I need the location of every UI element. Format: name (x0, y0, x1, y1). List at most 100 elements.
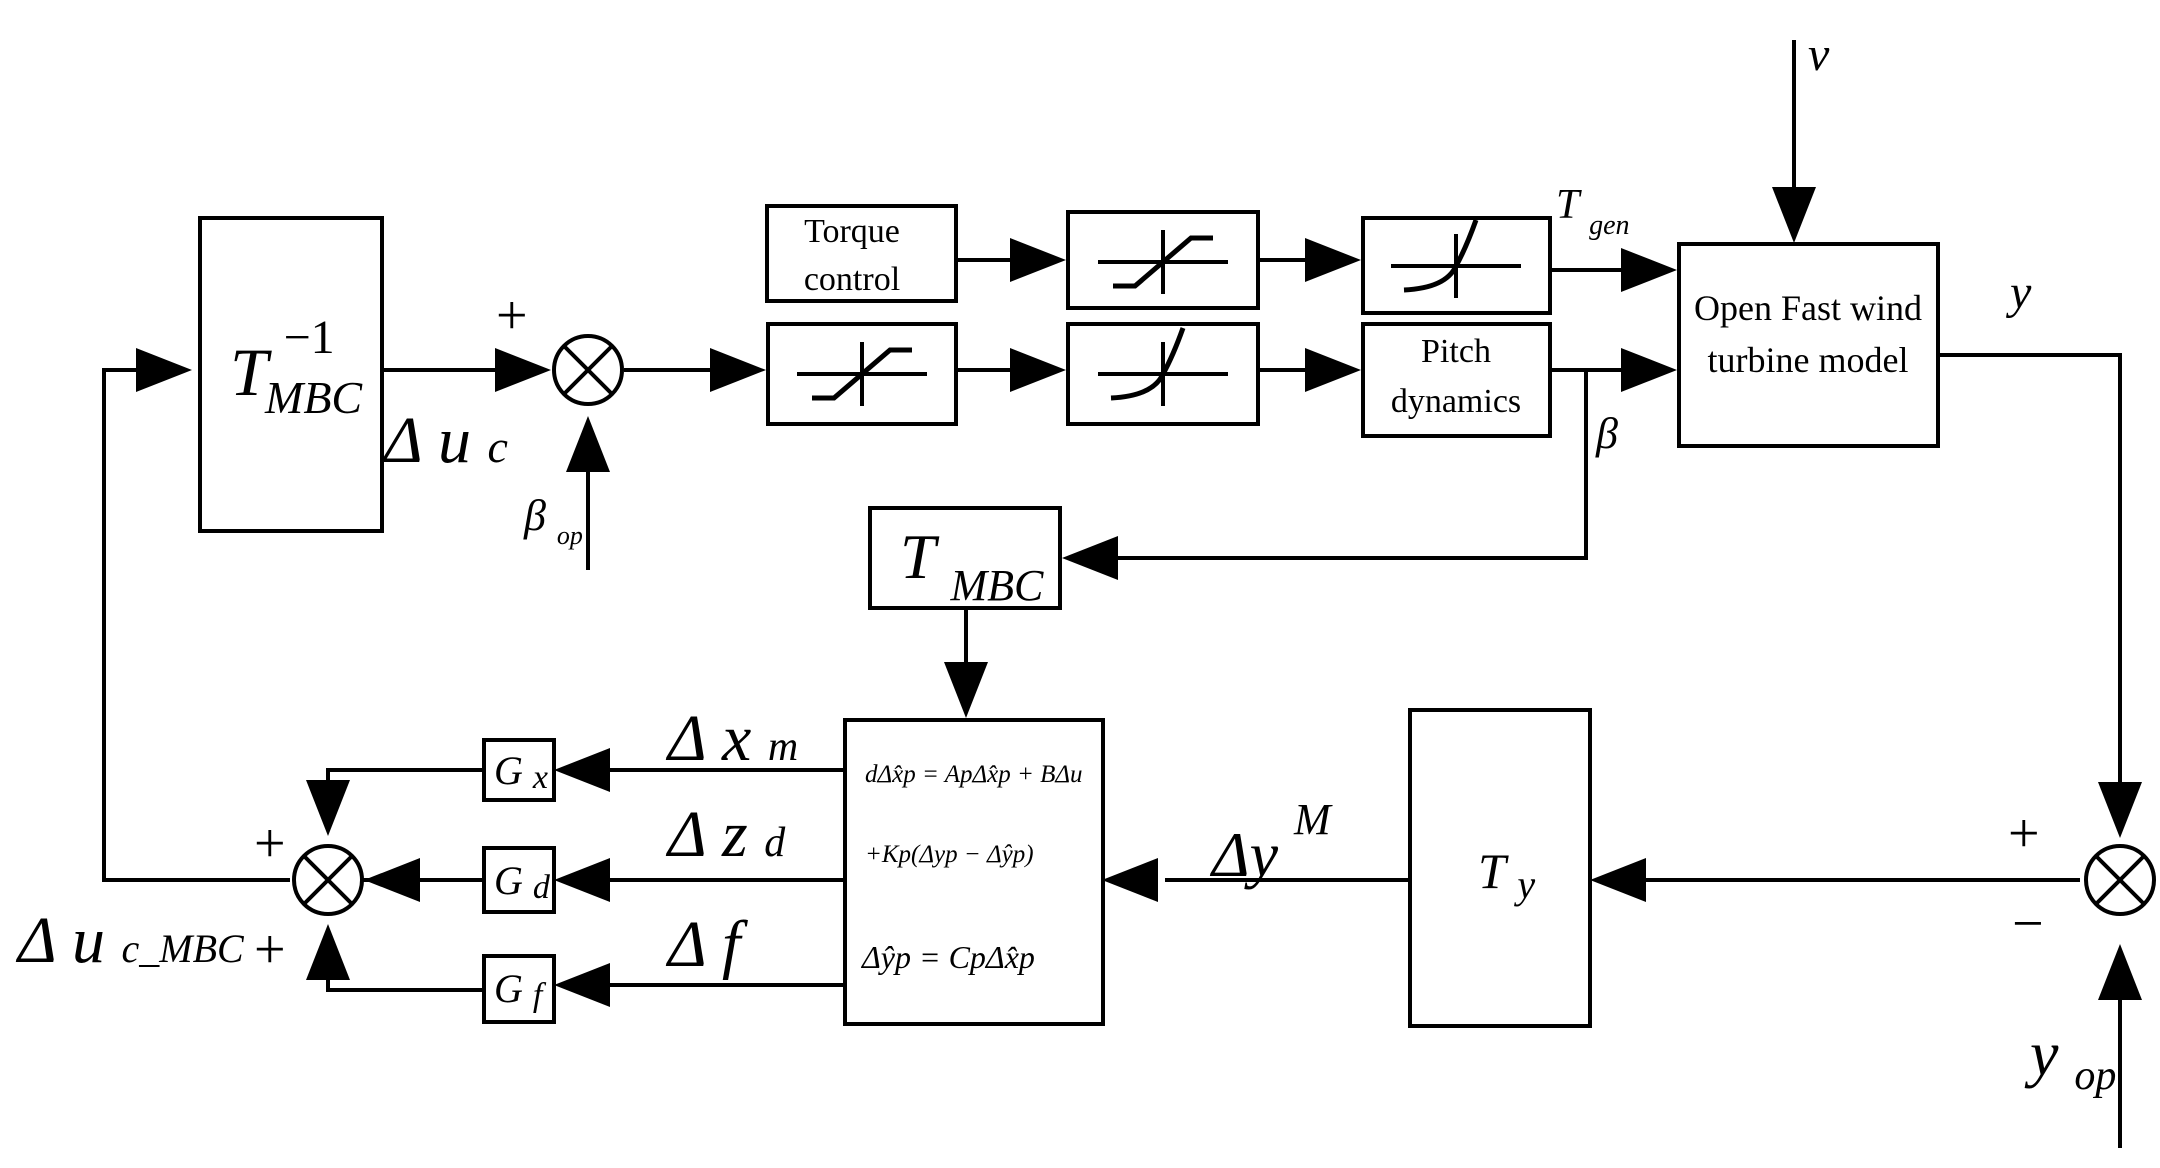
sign-plus-top: + (496, 285, 528, 347)
signal-beta-op-label: β op (523, 491, 583, 550)
signal-delta-y-m-label: Δy M (1209, 795, 1333, 890)
delta-uc-mbc-symbol: Δ u (15, 904, 105, 977)
delta-uc-sub: c (488, 421, 508, 472)
arrow-to-tinv (136, 348, 192, 392)
signal-y-label: y (2005, 266, 2032, 319)
delta-zd-symbol: Δ z (665, 798, 748, 871)
block-saturation-left (766, 322, 958, 426)
arrow-gf-to-sum (306, 924, 350, 980)
wire-gx-to-sum (326, 768, 482, 800)
observer-equation-2: +Kp(Δyp − Δŷp) (865, 841, 1034, 868)
arrow-to-sat (710, 348, 766, 392)
arrow-y (2098, 782, 2142, 838)
g-x-sub: x (532, 759, 548, 796)
delta-uc-mbc-sub: c_MBC (122, 926, 246, 971)
turbine-model-line2: turbine model (1708, 340, 1909, 380)
wire-y (1940, 353, 2122, 790)
arrow-beta-op (566, 416, 610, 472)
wire-gf-to-sum (326, 960, 482, 992)
sign-plus-right: + (2008, 803, 2040, 865)
wire-beta-feedback (1102, 370, 1588, 560)
summing-junction-left (292, 844, 364, 916)
signal-delta-f-label: Δ f (665, 908, 748, 981)
block-t-y: T y (1408, 708, 1592, 1028)
g-d-symbol: G (494, 858, 523, 903)
svg-text:G x: G x (494, 748, 548, 796)
block-t-mbc-inverse: T −1 MBC (198, 216, 384, 533)
arrow-to-gx (554, 748, 610, 792)
t-y-sub: y (1513, 862, 1535, 907)
arrow-to-gf (554, 963, 610, 1007)
block-rate-limit-top (1361, 216, 1552, 315)
delta-y-m-sup: M (1293, 795, 1333, 844)
block-torque-control: Torque control (765, 204, 958, 303)
t-mbc-sub: MBC (949, 561, 1044, 610)
summing-junction-top (552, 334, 624, 406)
arrow-to-sum-top (495, 348, 551, 392)
torque-control-line1: Torque (804, 213, 900, 250)
arrow-to-gd (554, 858, 610, 902)
svg-text:T MBC: T MBC (900, 521, 1044, 610)
arrow-beta (1621, 348, 1677, 392)
g-x-symbol: G (494, 748, 523, 793)
block-turbine-model: Open Fast wind turbine model (1677, 242, 1940, 448)
arrow-gx-to-sum (306, 780, 350, 836)
tgen-sub: gen (1589, 210, 1629, 241)
t-y-symbol: T (1478, 843, 1509, 899)
delta-y-m-symbol: Δy (1209, 819, 1279, 890)
wire-feedback-loop (102, 368, 290, 882)
delta-zd-sub: d (764, 820, 786, 866)
signal-delta-uc-mbc-label: Δ u c_MBC (15, 904, 245, 977)
arrow-gd-to-sum (364, 858, 420, 902)
arrow-to-sat-top (1010, 238, 1066, 282)
block-g-f: G f (482, 954, 556, 1024)
arrow-to-curve2 (1010, 348, 1066, 392)
signal-yop-label: y op (2024, 1018, 2116, 1099)
g-f-symbol: G (494, 966, 523, 1011)
svg-text:T y: T y (1478, 843, 1535, 907)
arrow-to-tmbc (1062, 536, 1118, 580)
delta-xm-symbol: Δ x (665, 702, 751, 775)
block-g-d: G d (482, 846, 556, 914)
beta-op-sub: op (557, 521, 583, 550)
arrow-to-pitch (1305, 348, 1361, 392)
arrow-v (1772, 187, 1816, 243)
tgen-symbol: T (1556, 182, 1582, 228)
block-rate-limit-bottom (1066, 322, 1260, 426)
yop-symbol: y (2024, 1018, 2059, 1089)
g-d-sub: d (533, 869, 551, 906)
pitch-dynamics-line1: Pitch (1421, 333, 1491, 370)
arrowheads (136, 187, 2142, 1007)
signal-tgen-label: T gen (1556, 182, 1630, 241)
sign-plus-left-top: + (254, 813, 286, 875)
arrow-to-ty (1590, 858, 1646, 902)
signal-delta-zd-label: Δ z d (665, 798, 786, 871)
summing-junction-right (2084, 844, 2156, 916)
pitch-dynamics-line2: dynamics (1391, 383, 1521, 420)
sign-minus-right: − (2012, 893, 2044, 955)
yop-sub: op (2074, 1053, 2116, 1099)
observer-equation-1: dΔx̂p = ApΔx̂p + BΔu (865, 761, 1083, 788)
signal-beta-label: β (1595, 409, 1618, 458)
svg-text:G d: G d (494, 858, 551, 906)
signal-delta-uc-label: Δ u c (381, 404, 508, 477)
block-g-x: G x (482, 738, 556, 802)
beta-op-symbol: β (523, 491, 546, 540)
arrow-to-curve (1305, 238, 1361, 282)
block-t-mbc: T MBC (868, 506, 1062, 610)
signal-v-label: v (1808, 28, 1830, 81)
arrow-to-observer (1102, 858, 1158, 902)
observer-equation-3: Δŷp = CpΔx̂p (860, 939, 1035, 975)
torque-control-line2: control (804, 261, 900, 298)
delta-uc-symbol: Δ u (381, 404, 471, 477)
delta-xm-sub: m (768, 724, 798, 770)
wires (102, 40, 2122, 1148)
arrow-yop (2098, 944, 2142, 1000)
signal-delta-xm-label: Δ x m (665, 702, 798, 775)
t-mbc-inv-sup: −1 (284, 311, 335, 364)
turbine-model-line1: Open Fast wind (1694, 288, 1922, 328)
block-pitch-dynamics: Pitch dynamics (1361, 322, 1552, 438)
block-saturation-top (1066, 210, 1260, 310)
t-mbc-inv-symbol: T (230, 334, 272, 410)
